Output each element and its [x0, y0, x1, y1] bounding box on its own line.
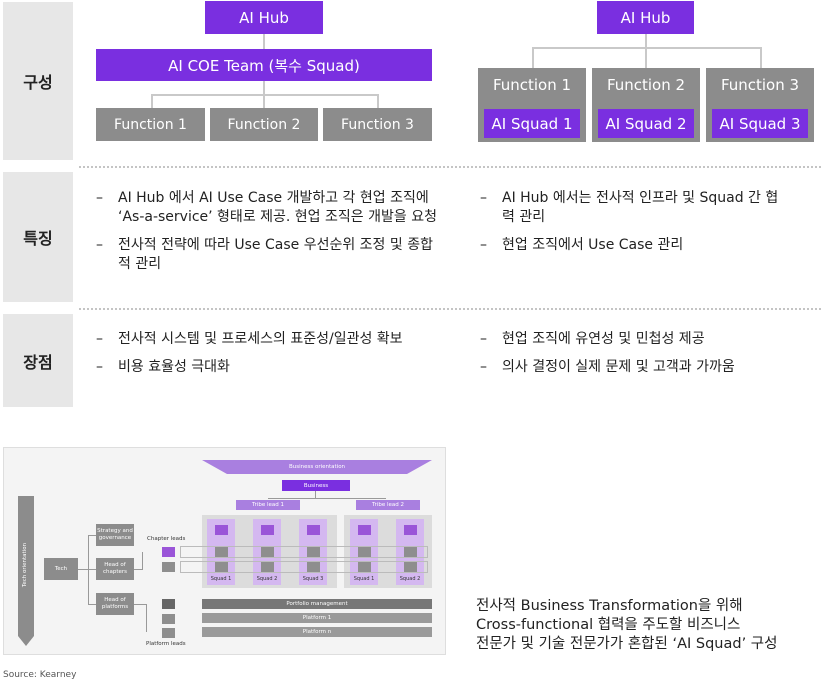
- list-item: AI Hub 에서 AI Use Case 개발하고 각 현업 조직에 ‘As-…: [96, 189, 441, 227]
- platform-1-bar: Platform 1: [202, 613, 432, 623]
- row-label-structure: 구성: [3, 2, 73, 160]
- right-function-3-label: Function 3: [720, 76, 800, 94]
- left-function-2-box: Function 2: [210, 108, 318, 141]
- chapter-row: [180, 546, 428, 558]
- portfolio-management-bar: Portfolio management: [202, 599, 432, 609]
- tech-orientation-label: Tech orientation: [22, 542, 28, 588]
- connector: [78, 569, 88, 570]
- connector: [315, 491, 316, 498]
- connector: [88, 535, 96, 536]
- list-item: 전사적 전략에 따라 Use Case 우선순위 조정 및 종합적 관리: [96, 236, 441, 274]
- business-orientation-banner: [202, 460, 432, 474]
- list-item: 현업 조직에서 Use Case 관리: [480, 236, 780, 255]
- connector: [263, 94, 265, 108]
- chapter-row: [180, 561, 428, 573]
- platform-lead: [162, 628, 175, 638]
- right-function-1-label: Function 1: [492, 76, 572, 94]
- row-label-features: 특징: [3, 172, 73, 302]
- right-function-2-label: Function 2: [606, 76, 686, 94]
- connector: [263, 81, 265, 95]
- features-right-list: AI Hub 에서는 전사적 인프라 및 Squad 간 협력 관리 현업 조직…: [480, 189, 780, 264]
- strategy-governance-box: Strategy and governance: [96, 524, 134, 546]
- tribe-lead-1-box: Tribe lead 1: [236, 500, 300, 510]
- platform-leads-label: Platform leads: [146, 641, 186, 647]
- left-ai-hub-box: AI Hub: [205, 1, 323, 34]
- features-left-list: AI Hub 에서 AI Use Case 개발하고 각 현업 조직에 ‘As-…: [96, 189, 441, 283]
- right-ai-squad-3-box: AI Squad 3: [712, 109, 808, 138]
- separator: [78, 307, 823, 311]
- advantages-left-list: 전사적 시스템 및 프로세스의 표준성/일관성 확보 비용 효율성 극대화: [96, 330, 441, 386]
- squad-label: Squad 2: [399, 576, 421, 582]
- tech-orientation-arrow: [18, 496, 34, 646]
- head-of-chapters-box: Head of chapters: [96, 558, 134, 580]
- list-item: AI Hub 에서는 전사적 인프라 및 Squad 간 협력 관리: [480, 189, 780, 227]
- connector: [88, 569, 96, 570]
- connector: [760, 47, 762, 68]
- squad-member: [358, 525, 371, 535]
- connector: [532, 47, 534, 68]
- squad-member: [307, 562, 320, 572]
- left-function-1-box: Function 1: [96, 108, 205, 141]
- separator: [78, 165, 823, 169]
- squad-member: [404, 525, 417, 535]
- business-box: Business: [282, 480, 350, 491]
- caption-line: Cross-functional 협력을 주도할 비즈니스: [476, 617, 741, 633]
- connector: [134, 604, 146, 605]
- squad-member: [404, 547, 417, 557]
- tribe-lead-2-box: Tribe lead 2: [356, 500, 420, 510]
- chapter-lead: [162, 547, 175, 557]
- chapter-leads-label: Chapter leads: [147, 536, 186, 542]
- squad-member: [358, 562, 371, 572]
- list-item: 현업 조직에 유연성 및 민첩성 제공: [480, 330, 800, 349]
- platform-n-bar: Platform n: [202, 627, 432, 637]
- squad-member: [404, 562, 417, 572]
- connector: [268, 498, 386, 499]
- squad-label: Squad 2: [256, 576, 278, 582]
- right-ai-squad-1-box: AI Squad 1: [484, 109, 580, 138]
- chapter-lead: [162, 562, 175, 572]
- caption-line: 전문가 및 기술 전문가가 혼합된 ‘AI Squad’ 구성: [476, 636, 778, 652]
- left-coe-team-box: AI COE Team (복수 Squad): [96, 49, 432, 81]
- list-item: 전사적 시스템 및 프로세스의 표준성/일관성 확보: [96, 330, 441, 349]
- business-orientation-label: Business orientation: [288, 464, 346, 470]
- connector: [532, 47, 762, 49]
- connector: [645, 47, 647, 68]
- squad-member: [215, 562, 228, 572]
- squad-member: [358, 547, 371, 557]
- head-of-platforms-box: Head of platforms: [96, 593, 134, 615]
- connector: [645, 34, 647, 48]
- squad-member: [307, 525, 320, 535]
- platform-lead: [162, 614, 175, 624]
- squad-member: [261, 562, 274, 572]
- squad-label: Squad 3: [302, 576, 324, 582]
- squad-member: [215, 525, 228, 535]
- connector: [151, 94, 153, 108]
- connector: [142, 552, 143, 570]
- tech-box: Tech: [44, 558, 78, 580]
- squad-model-figure: Business orientation Business Tribe lead…: [3, 447, 446, 655]
- connector: [88, 604, 96, 605]
- squad-member: [261, 547, 274, 557]
- caption: 전사적 Business Transformation을 위해 Cross-fu…: [476, 597, 826, 654]
- squad-member: [261, 525, 274, 535]
- connector: [146, 604, 147, 632]
- row-label-advantages: 장점: [3, 314, 73, 407]
- squad-member: [215, 547, 228, 557]
- platform-lead: [162, 599, 175, 609]
- list-item: 비용 효율성 극대화: [96, 358, 441, 377]
- squad-label: Squad 1: [210, 576, 232, 582]
- right-ai-squad-2-box: AI Squad 2: [598, 109, 694, 138]
- right-ai-hub-box: AI Hub: [597, 1, 694, 34]
- left-function-3-box: Function 3: [323, 108, 432, 141]
- connector: [151, 94, 379, 96]
- connector: [263, 34, 265, 49]
- caption-line: 전사적 Business Transformation을 위해: [476, 598, 743, 614]
- advantages-right-list: 현업 조직에 유연성 및 민첩성 제공 의사 결정이 실제 문제 및 고객과 가…: [480, 330, 800, 386]
- list-item: 의사 결정이 실제 문제 및 고객과 가까움: [480, 358, 800, 377]
- squad-member: [307, 547, 320, 557]
- squad-label: Squad 1: [353, 576, 375, 582]
- connector: [377, 94, 379, 108]
- source-note: Source: Kearney: [3, 670, 77, 680]
- connector: [134, 569, 142, 570]
